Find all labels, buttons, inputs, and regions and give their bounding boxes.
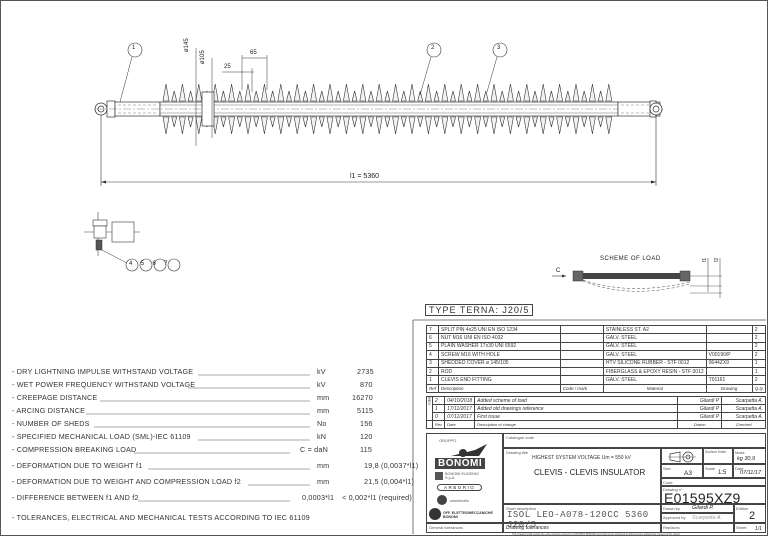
- sheet-cell: Sheet 1/1: [734, 523, 766, 533]
- catalogue-code-cell: Catalogue code: [503, 433, 766, 448]
- general-tolerance-label: General tolerances: [429, 525, 463, 530]
- drawing-title-cell: Drawing title HIGHEST SYSTEM VOLTAGE Um …: [503, 448, 661, 504]
- mass-label: Mass: [735, 450, 745, 455]
- callout-3: 3: [497, 45, 501, 51]
- sub-company-2-logo: ARBORIO: [437, 484, 483, 491]
- replaces-cell: Replaces: [661, 523, 734, 533]
- sheet-label: Sheet: [736, 525, 747, 530]
- dim-pitch: 65: [250, 50, 257, 56]
- bonomi-eugenio-icon: [435, 472, 443, 480]
- projection-cell: [661, 448, 703, 464]
- approved-by-cell: Approved by Scarpetta A.: [661, 513, 734, 523]
- drawing-tolerances: Drawing tolerances: [506, 525, 549, 531]
- drawn-by: Gilardi P.: [692, 505, 714, 511]
- approved-by: Scarpetta A.: [692, 515, 723, 521]
- drawing-number-label: Drawing n°: [663, 487, 683, 492]
- spec-row: - DRY LIGHTNING IMPULSE WITHSTAND VOLTAG…: [12, 367, 374, 376]
- date-label: Date: [735, 466, 744, 471]
- drawing-title: CLEVIS - CLEVIS INSULATOR: [534, 468, 646, 477]
- size: A3: [684, 470, 692, 477]
- dim-diameter-105: ø105: [200, 50, 206, 64]
- drawing-title-label: Drawing title: [506, 450, 529, 455]
- mass: kg 30,9: [737, 456, 756, 462]
- type-label: TYPE TERNA: J20/5: [425, 304, 534, 316]
- spec-row: - DEFORMATION DUE TO WEIGHT AND COMPRESS…: [12, 477, 415, 486]
- surface-finish-cell: Surface finish: [703, 448, 733, 464]
- edition: 2: [749, 510, 756, 522]
- short-description: ISOL LEO-A078-120CC 5360 J20/5: [507, 510, 649, 530]
- code-label: Code: [663, 480, 673, 485]
- size-label: Size: [663, 466, 671, 471]
- off-elettromeccaniche-icon: [429, 508, 441, 520]
- approved-by-label: Approved by: [663, 515, 686, 520]
- scheme-f1: f1: [702, 257, 708, 262]
- spec-row: - TOLERANCES, ELECTRICAL AND MECHANICAL …: [12, 513, 310, 522]
- footer-note: This drawing shall remain the sole exclu…: [512, 533, 680, 536]
- callout-2: 2: [431, 45, 435, 51]
- date: 07/11/17: [740, 470, 762, 476]
- sub-company-1: BONOMI EUGENIO S.p.A.: [445, 472, 479, 480]
- short-description-label: Short description: [506, 506, 537, 511]
- drawn-by-label: Drawn by: [663, 506, 680, 511]
- code-cell: Code: [661, 478, 766, 486]
- callout-1: 1: [132, 45, 136, 51]
- sub-company-3: ceselectric: [450, 498, 469, 503]
- logo-cell: GRUPPO BONOMI BONOMI EUGENIO S.p.A. ARBO…: [426, 433, 503, 523]
- detail-callouts: 4567: [129, 261, 176, 267]
- bonomi-logo-icon: [451, 444, 487, 457]
- catalogue-code-label: Catalogue code: [506, 435, 535, 440]
- ceselectric-icon: [437, 495, 447, 505]
- company-logo: BONOMI: [435, 458, 486, 469]
- drawing-number-cell: Drawing n°E01595XZ9: [661, 486, 766, 506]
- drawn-by-cell: Drawn by Gilardi P.: [661, 504, 734, 513]
- scale: 1:5: [718, 470, 727, 476]
- general-tolerance-label-cell: General tolerances: [426, 523, 503, 533]
- dim-overall-length: l1 = 5360: [350, 173, 379, 180]
- sub-company-4: OFF. ELETTROMECCANICHE BONOMI: [443, 511, 493, 519]
- group-label: GRUPPO: [439, 438, 457, 443]
- voltage-line: HIGHEST SYSTEM VOLTAGE Um = 550 kV: [532, 455, 631, 461]
- drawing-tolerances-cell: Drawing tolerances: [503, 523, 661, 533]
- drawing-number: E01595XZ9: [664, 490, 741, 506]
- short-description-cell: Short description ISOL LEO-A078-120CC 53…: [503, 504, 661, 530]
- sheet: 1/1: [755, 526, 762, 532]
- scale-label: Scale: [705, 466, 716, 471]
- replaces-label: Replaces: [663, 525, 680, 530]
- spec-row: - SPECIFIED MECHANICAL LOAD (SML)-IEC 61…: [12, 432, 373, 441]
- scheme-f2: f2: [714, 257, 720, 262]
- edition-label: Edition: [736, 506, 749, 511]
- dim-diameter-145: ø145: [184, 38, 190, 52]
- projection-symbol-icon: [668, 451, 696, 463]
- surface-finish-label: Surface finish: [705, 450, 727, 454]
- dim-gap: 25: [224, 64, 231, 70]
- scheme-force-label: C: [556, 268, 561, 274]
- scheme-title: SCHEME OF LOAD: [600, 256, 661, 262]
